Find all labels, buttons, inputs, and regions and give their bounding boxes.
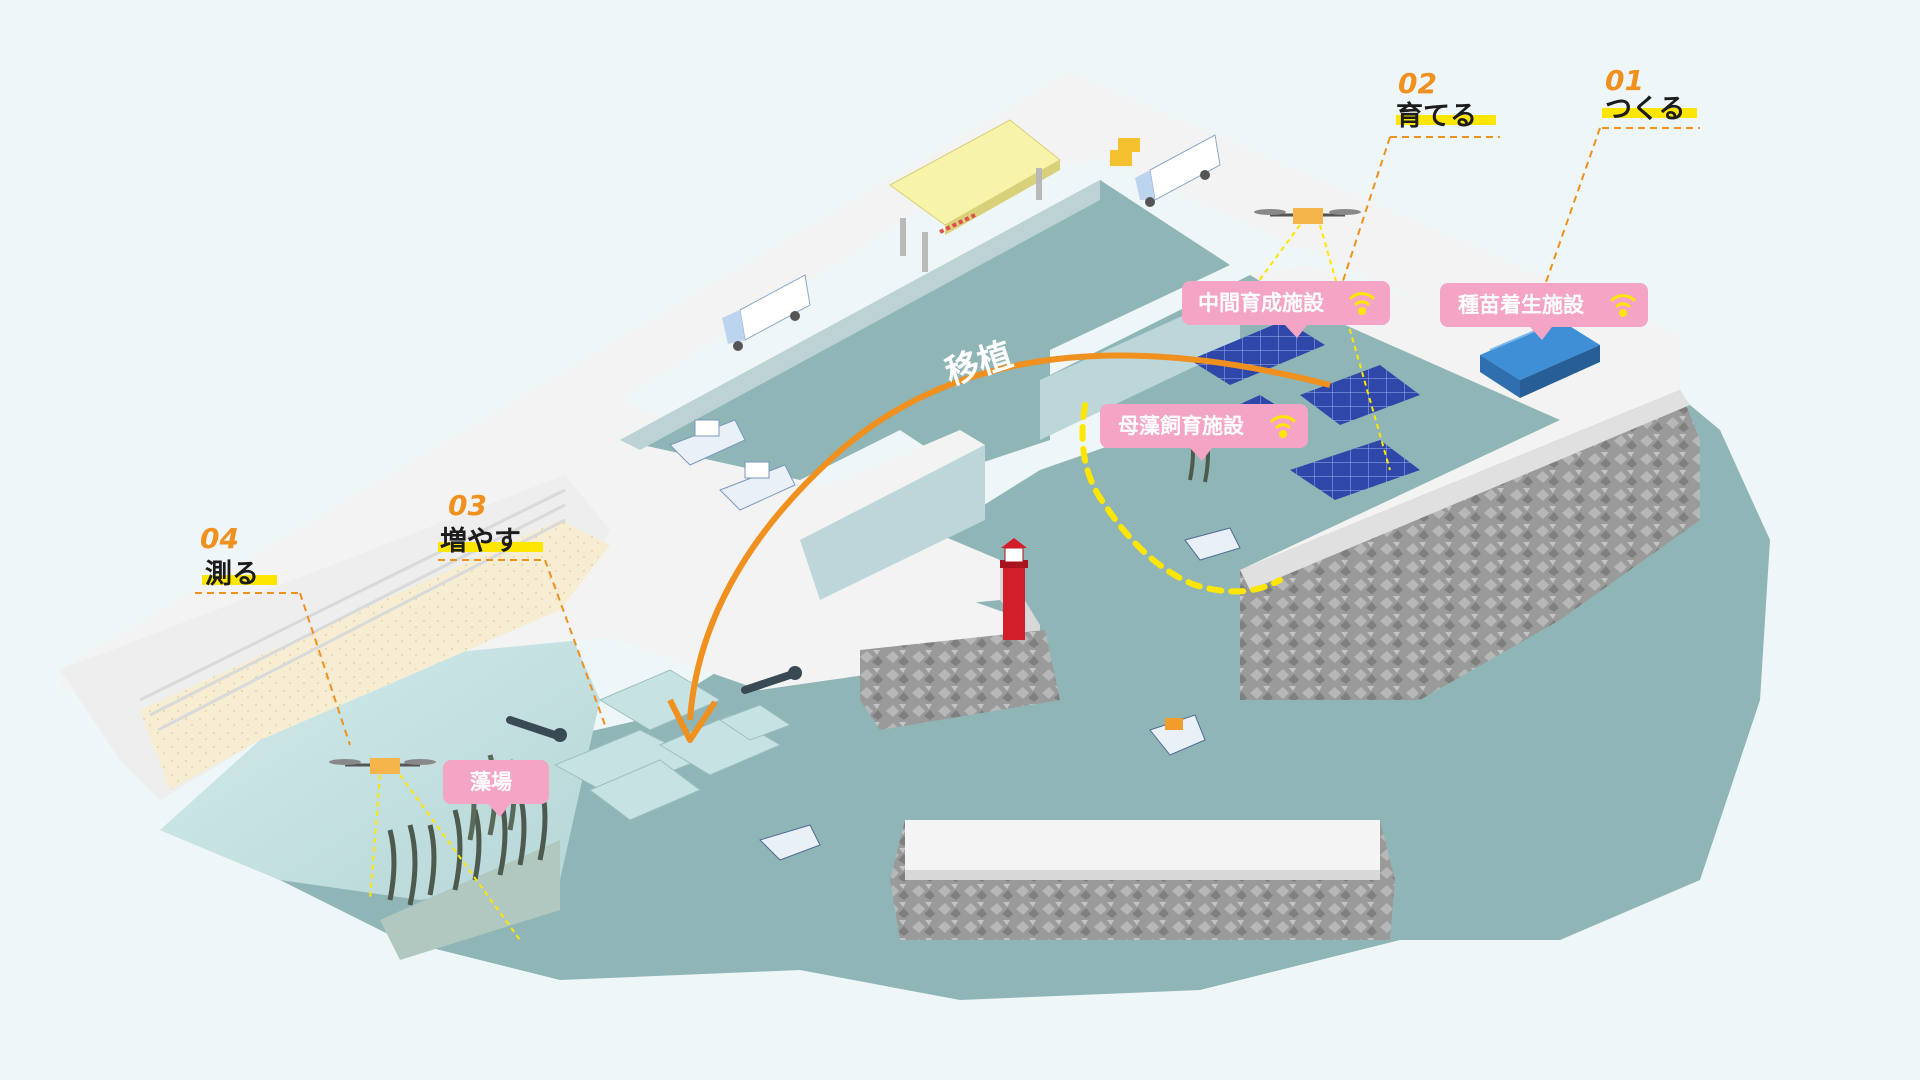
wifi-icon xyxy=(1270,415,1296,438)
step-03: 03 増やす xyxy=(438,489,606,726)
bubble-seedling: 種苗着生施設 xyxy=(1440,283,1648,340)
truck-upper xyxy=(1110,134,1221,207)
transplant-arrow xyxy=(667,352,1331,743)
drone-lower xyxy=(329,758,436,774)
step-04-number: 04 xyxy=(200,522,239,555)
outer-breakwater xyxy=(890,820,1395,940)
fishing-boats xyxy=(669,419,796,511)
bubble-seedling-label: 種苗着生施設 xyxy=(1458,293,1585,317)
beach xyxy=(140,520,610,790)
tetrapod-breakwater-center xyxy=(860,630,1060,730)
bubble-mother: 母藻飼育施設 xyxy=(1100,404,1308,461)
bubble-seaweed-bed-label: 藻場 xyxy=(470,770,512,794)
truck-left xyxy=(722,274,811,351)
bubble-intermediate-label: 中間育成施設 xyxy=(1198,291,1325,315)
step-04: 04 測る xyxy=(195,522,351,746)
reef-blocks xyxy=(553,669,792,821)
lighthouse xyxy=(1000,538,1028,640)
step-03-label: 増やす xyxy=(440,525,521,557)
signal-lines xyxy=(369,224,1391,941)
step-01-label: つくる xyxy=(1605,94,1685,125)
bubble-intermediate: 中間育成施設 xyxy=(1182,281,1390,338)
crates xyxy=(1110,150,1132,166)
bubble-seaweed-bed: 藻場 xyxy=(443,760,549,817)
bubble-mother-label: 母藻飼育施設 xyxy=(1118,414,1245,438)
wifi-icon xyxy=(1610,294,1636,317)
drone-upper xyxy=(1254,208,1361,224)
step-01: 01 つくる xyxy=(1544,64,1700,286)
diver-left xyxy=(506,716,567,742)
seedling-building xyxy=(1480,315,1600,398)
tetrapod-breakwater-right xyxy=(1240,390,1700,700)
step-02-label: 育てる xyxy=(1396,100,1477,132)
covered-shed xyxy=(889,119,1061,272)
step-02-number: 02 xyxy=(1398,67,1437,100)
boat-route xyxy=(1079,402,1283,595)
inner-basin xyxy=(620,180,1230,480)
diver-right xyxy=(741,666,802,694)
step-03-number: 03 xyxy=(448,489,487,522)
patrol-boats xyxy=(759,527,1241,861)
step-02: 02 育てる xyxy=(1339,67,1500,291)
step-01-number: 01 xyxy=(1605,64,1644,97)
step-04-label: 測る xyxy=(205,559,259,590)
wifi-icon xyxy=(1349,292,1375,315)
pier xyxy=(60,72,1680,800)
